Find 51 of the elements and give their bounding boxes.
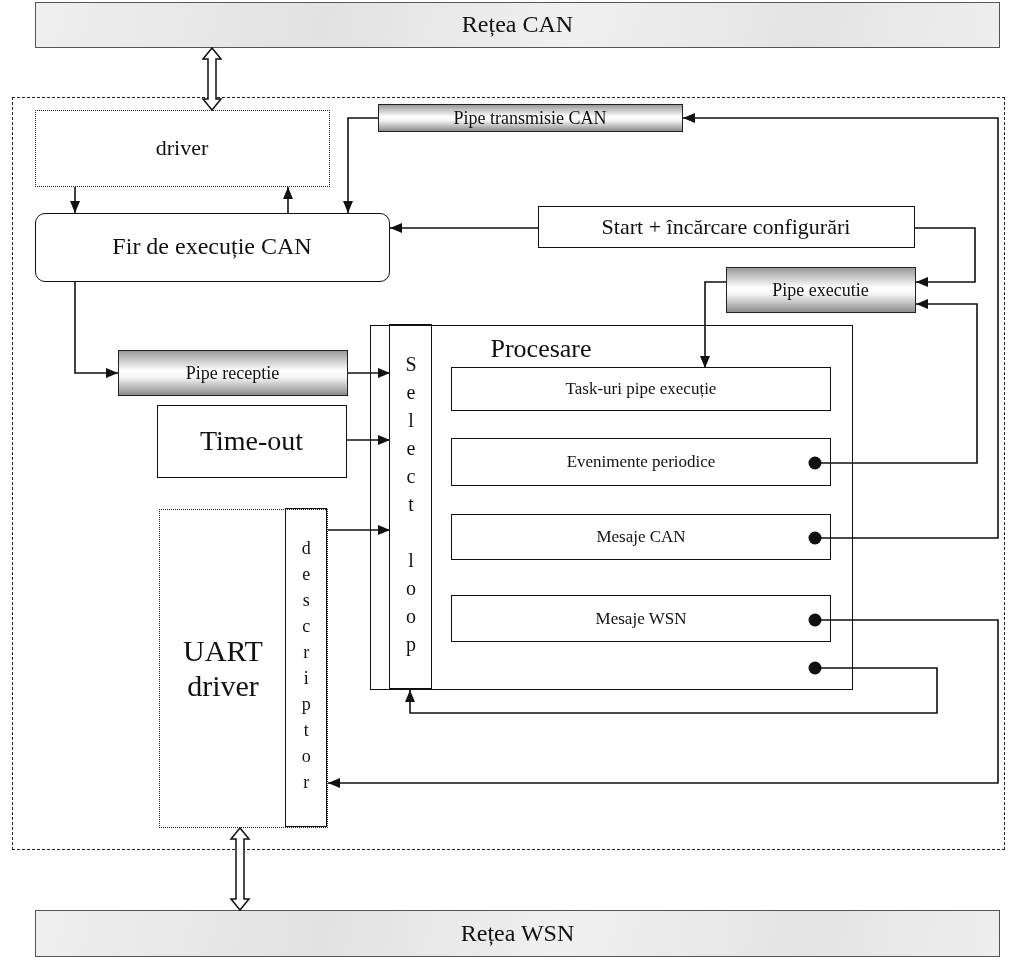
arrow <box>700 281 727 369</box>
arrow <box>70 186 80 214</box>
dashed-boundary <box>12 97 1005 850</box>
group-title: Procesare <box>490 333 592 364</box>
node-label: Fir de execuție CAN <box>111 233 313 261</box>
arrow <box>405 661 938 714</box>
vertical-label: Select loop <box>399 352 422 661</box>
node-label: Mesaje CAN <box>595 527 687 547</box>
arrow <box>343 117 379 214</box>
node-label: UART driver <box>182 633 264 703</box>
node-label: Pipe transmisie CAN <box>452 107 608 128</box>
arrow <box>346 435 391 445</box>
arrow <box>327 613 999 788</box>
vertical-label: descriptor <box>295 537 317 798</box>
node-label: Evenimente periodice <box>565 452 717 472</box>
task-box <box>451 367 831 411</box>
arrow <box>682 113 999 545</box>
pipe-box <box>377 103 683 132</box>
arrow <box>74 281 119 378</box>
double-arrow <box>201 46 223 112</box>
arrow <box>808 299 978 470</box>
task-box <box>451 595 831 642</box>
arrow <box>914 227 976 287</box>
timeout-box <box>156 404 347 478</box>
node-label: Rețea WSN <box>459 919 576 948</box>
pipe-box <box>725 266 916 313</box>
task-box <box>451 514 831 560</box>
node-label: Mesaje WSN <box>594 608 688 629</box>
network-band <box>35 2 1000 48</box>
pipe-box <box>117 349 348 396</box>
driver-box <box>34 109 330 187</box>
process-box <box>537 205 915 248</box>
select-loop-column <box>389 324 432 689</box>
processing-box <box>369 324 853 690</box>
node-label: Time-out <box>198 424 305 458</box>
node-label: Pipe receptie <box>184 362 281 383</box>
descriptor-column <box>285 508 327 827</box>
arrow <box>389 223 539 233</box>
thread-box <box>34 212 390 282</box>
arrow <box>347 368 391 378</box>
task-box <box>451 438 831 486</box>
double-arrow <box>229 826 251 912</box>
network-band <box>35 910 1000 957</box>
node-label: Rețea CAN <box>460 11 575 39</box>
node-label: Task-uri pipe execuție <box>564 379 718 399</box>
driver-box <box>158 508 328 828</box>
node-label: Start + încărcare configurări <box>600 213 852 240</box>
arrow <box>283 186 293 214</box>
arrow <box>327 525 391 535</box>
node-label: Pipe executie <box>771 279 870 300</box>
node-label: driver <box>154 135 210 161</box>
